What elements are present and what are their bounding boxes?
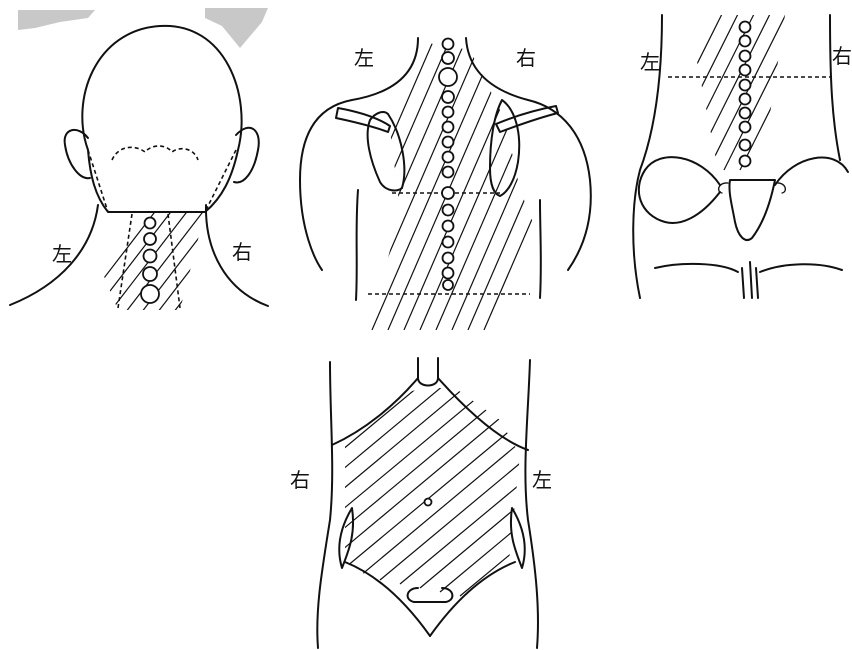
scan-smudge-right <box>205 8 268 48</box>
left-buttock <box>639 157 720 223</box>
upper-back-right-label: 右 <box>516 48 536 68</box>
back-right-contour <box>466 38 591 270</box>
back-hatching <box>308 30 614 330</box>
abdomen-hatching <box>330 377 530 596</box>
back-right-flank <box>540 200 541 298</box>
lower-back-hatching <box>644 10 820 170</box>
right-scapula <box>490 100 519 196</box>
navel <box>425 499 432 506</box>
head-neck-left-label: 左 <box>52 244 72 264</box>
sacrum <box>729 180 775 240</box>
head-outline <box>82 26 241 212</box>
left-iliac-mark <box>339 508 353 568</box>
left-ear <box>65 130 90 178</box>
neck-notch <box>418 358 438 386</box>
rib-margin <box>332 378 528 450</box>
scan-smudge-left <box>18 10 95 30</box>
neck-boundary-left <box>88 150 108 212</box>
gluteal-cleft <box>742 262 758 298</box>
back-left-flank <box>356 190 358 300</box>
gluteal-fold-right <box>760 264 842 272</box>
sacrum-right-dimple <box>776 183 785 193</box>
abdomen-figure <box>317 358 538 648</box>
right-iliac-mark <box>511 508 525 568</box>
lower-back-left-label: 左 <box>640 52 660 72</box>
lumbar-vertebrae <box>740 22 751 167</box>
abdomen-right-label: 左 <box>532 470 552 490</box>
upper-back-figure <box>300 30 614 330</box>
gluteal-fold-left <box>655 264 738 272</box>
occipital-dashed-line <box>112 146 198 160</box>
lower-right-contour <box>830 15 840 160</box>
neck-boundary-right <box>205 150 236 212</box>
abdomen-left-contour <box>317 362 332 648</box>
neck-hatching <box>64 200 260 330</box>
abdomen-left-label: 右 <box>290 470 310 490</box>
groin-line-right <box>430 562 515 636</box>
pubic-mark <box>408 588 453 602</box>
lower-back-right-label: 右 <box>832 46 852 66</box>
right-acromion <box>496 106 558 132</box>
lower-back-figure <box>633 10 848 298</box>
upper-back-left-label: 左 <box>354 48 374 68</box>
head-neck-right-label: 右 <box>232 242 252 262</box>
abdomen-right-contour <box>525 360 538 648</box>
right-buttock <box>775 158 848 185</box>
head-neck-figure <box>10 8 268 330</box>
neck-dashed-left <box>118 214 132 308</box>
